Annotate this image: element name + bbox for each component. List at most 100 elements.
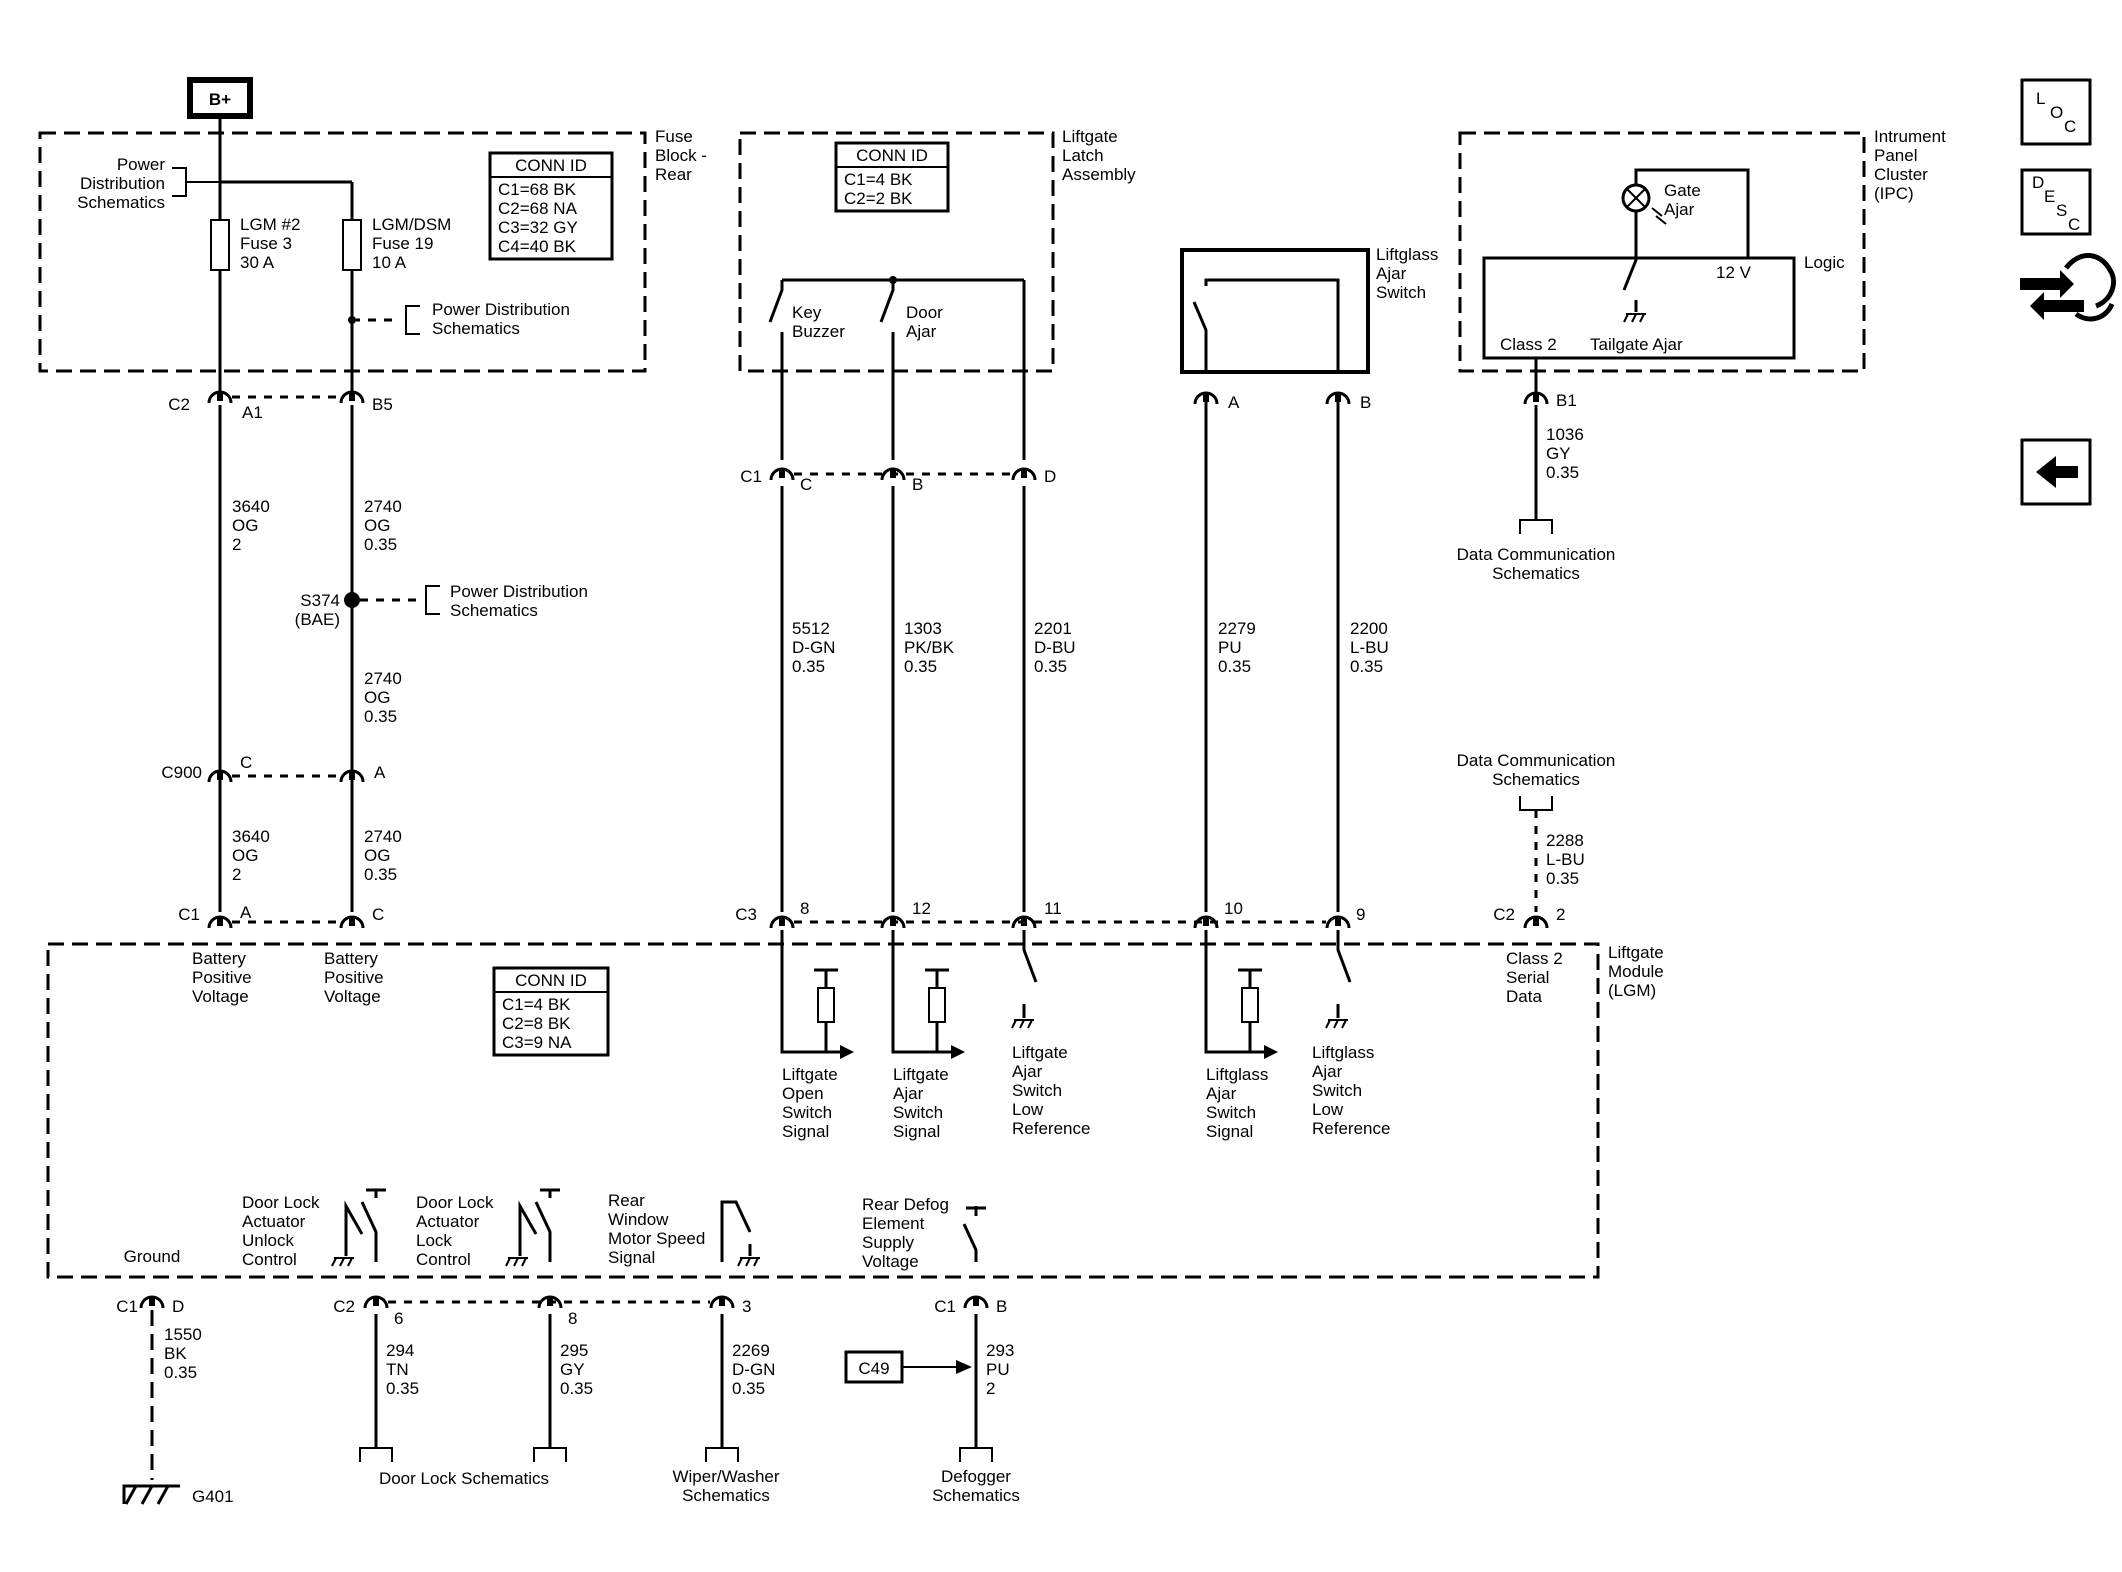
svg-text:C1: C1: [740, 467, 762, 486]
svg-text:C2: C2: [333, 1297, 355, 1316]
label-line: 2200: [1350, 619, 1388, 638]
label-line: Door Lock: [416, 1193, 494, 1212]
label-line: Control: [416, 1250, 471, 1269]
label-line: OG: [364, 516, 390, 535]
label-line: BK: [164, 1344, 187, 1363]
svg-text:C: C: [2064, 117, 2076, 136]
label-line: Data: [1506, 987, 1542, 1006]
label-line: 295: [560, 1341, 588, 1360]
label-line: Liftglass: [1206, 1065, 1268, 1084]
connector-terminals: [139, 390, 1549, 1309]
label-line: Low: [1312, 1100, 1344, 1119]
label-line: Schematics: [682, 1486, 770, 1505]
label-line: Door: [906, 303, 943, 322]
label-line: Door Lock: [242, 1193, 320, 1212]
label-line: Battery: [192, 949, 246, 968]
connector-pin: [217, 770, 223, 780]
connector-pin: [149, 1296, 155, 1306]
liftglass-switch-box: [1180, 248, 1370, 374]
label-line: Assembly: [1062, 165, 1136, 184]
label-line: 0.35: [732, 1379, 765, 1398]
connector-view-icon: [2020, 253, 2116, 322]
label-line: Ajar: [893, 1084, 924, 1103]
label-line: 294: [386, 1341, 414, 1360]
ipc-outline: [1458, 131, 1866, 373]
connector-pin: [547, 1296, 553, 1306]
label-line: 1550: [164, 1325, 202, 1344]
label-line: Rear: [608, 1191, 645, 1210]
label-line: 2: [232, 535, 241, 554]
connector-pin: [779, 468, 785, 478]
svg-text:C: C: [800, 475, 812, 494]
label-line: 10 A: [372, 253, 407, 272]
conn-id-row: C3=32 GY: [498, 218, 578, 237]
svg-text:3: 3: [742, 1297, 751, 1316]
label-line: Ajar: [1206, 1084, 1237, 1103]
svg-text:B5: B5: [372, 395, 393, 414]
svg-text:C: C: [240, 753, 252, 772]
fuse-block-outline: [38, 131, 647, 373]
label-line: Switch: [893, 1103, 943, 1122]
label-line: Schematics: [77, 193, 165, 212]
loc-button[interactable]: L O C: [2020, 78, 2092, 146]
connector-pin: [217, 391, 223, 401]
svg-text:Logic: Logic: [1804, 253, 1845, 272]
desc-button[interactable]: D E S C: [2020, 168, 2092, 236]
label-line: Ajar: [1376, 264, 1407, 283]
g401-label: G401: [192, 1487, 234, 1506]
svg-text:10: 10: [1224, 899, 1243, 918]
svg-text:8: 8: [568, 1309, 577, 1328]
connector-pin: [349, 770, 355, 780]
connector-c2-fuse: C2 A1 B5: [168, 395, 393, 422]
back-button[interactable]: [2020, 438, 2092, 506]
label-line: 3640: [232, 827, 270, 846]
label-line: Cluster: [1874, 165, 1928, 184]
lgm-outline: [46, 942, 1600, 1279]
label-line: Motor Speed: [608, 1229, 705, 1248]
connector-end-view-button[interactable]: [2020, 253, 2116, 322]
label-line: 3640: [232, 497, 270, 516]
label-line: 0.35: [364, 535, 397, 554]
label-line: Serial: [1506, 968, 1549, 987]
label-line: Positive: [192, 968, 252, 987]
label-line: 2: [232, 865, 241, 884]
label-line: Voltage: [324, 987, 381, 1006]
label-line: Low: [1012, 1100, 1044, 1119]
label-line: Power Distribution: [450, 582, 588, 601]
svg-text:11: 11: [1044, 899, 1062, 918]
label-line: 0.35: [386, 1379, 419, 1398]
label-line: OG: [364, 846, 390, 865]
label-line: Liftgate: [1062, 127, 1118, 146]
label-line: (IPC): [1874, 184, 1914, 203]
label-line: Liftglass: [1312, 1043, 1374, 1062]
label-line: (LGM): [1608, 981, 1656, 1000]
label-line: 0.35: [560, 1379, 593, 1398]
label-line: Defogger: [941, 1467, 1011, 1486]
svg-text:A1: A1: [242, 403, 263, 422]
label-line: Fuse 19: [372, 234, 433, 253]
label-line: 0.35: [1218, 657, 1251, 676]
connector-pin: [349, 391, 355, 401]
